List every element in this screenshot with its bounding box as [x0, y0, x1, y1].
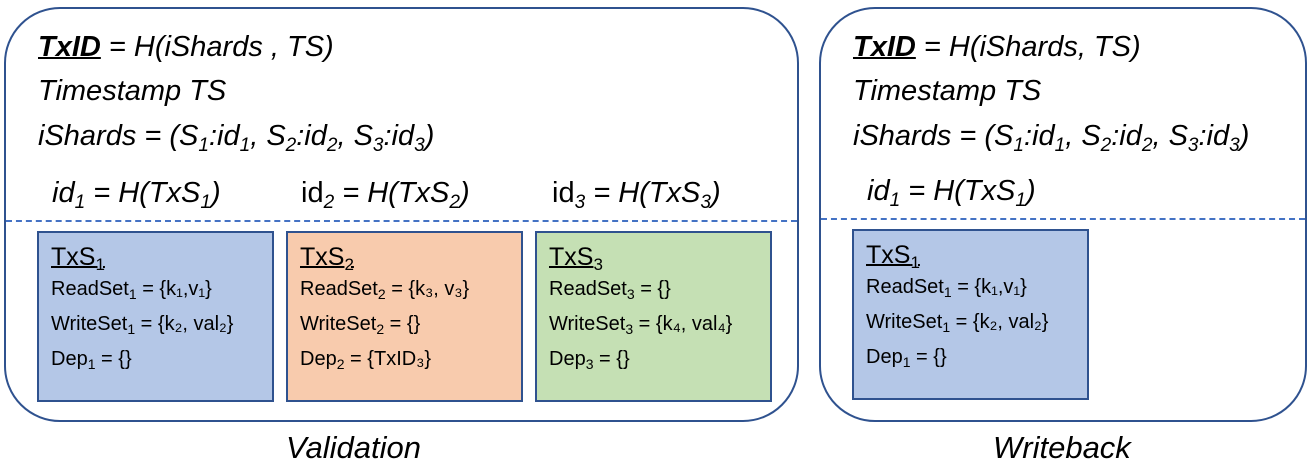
writeback-txid-line: TxID = H(iShards, TS) [853, 30, 1141, 64]
box-title: TxS2 [300, 243, 354, 274]
dep-line: Dep1 = {} [866, 346, 947, 370]
dep-line: Dep2 = {TxID₃} [300, 348, 432, 372]
writeback-caption: Writeback [993, 430, 1131, 465]
readset-line: ReadSet1 = {k₁,v₁} [866, 276, 1027, 300]
writeset-line: WriteSet1 = {k₂, val₂} [51, 313, 234, 337]
dep-line: Dep1 = {} [51, 348, 132, 372]
validation-txid-line: TxID = H(iShards , TS) [38, 30, 334, 64]
validation-txs3-box: TxS3 ReadSet3 = {} WriteSet3 = {k₄, val₄… [535, 231, 772, 402]
validation-txs2-box: TxS2 ReadSet2 = {k₃, v₃} WriteSet2 = {} … [286, 231, 523, 402]
writeback-txid-label: TxID [853, 31, 916, 63]
readset-line: ReadSet2 = {k₃, v₃} [300, 278, 470, 302]
validation-id3-formula: id3 = H(TxS3) [552, 177, 721, 213]
validation-txs1-box: TxS1 ReadSet1 = {k₁,v₁} WriteSet1 = {k₂,… [37, 231, 274, 402]
readset-line: ReadSet1 = {k₁,v₁} [51, 278, 212, 302]
writeback-ishards-line: iShards = (S1:id1, S2:id2, S3:id3) [853, 120, 1250, 156]
readset-line: ReadSet3 = {} [549, 278, 671, 302]
box-title: TxS1 [51, 243, 105, 274]
writeback-timestamp-line: Timestamp TS [853, 75, 1042, 107]
validation-txid-formula: = H(iShards , TS) [100, 31, 334, 63]
writeback-txs1-box: TxS1 ReadSet1 = {k₁,v₁} WriteSet1 = {k₂,… [852, 229, 1089, 400]
writeset-line: WriteSet1 = {k₂, val₂} [866, 311, 1049, 335]
validation-caption: Validation [286, 430, 422, 465]
writeset-line: WriteSet2 = {} [300, 313, 421, 337]
writeback-id1-formula: id1 = H(TxS1) [867, 175, 1036, 211]
box-title: TxS1 [866, 241, 920, 272]
box-title: TxS3 [549, 243, 603, 274]
dep-line: Dep3 = {} [549, 348, 630, 372]
validation-id1-formula: id1 = H(TxS1) [52, 177, 221, 213]
validation-timestamp-line: Timestamp TS [38, 75, 227, 107]
validation-ishards-line: iShards = (S1:id1, S2:id2, S3:id3) [38, 120, 435, 156]
writeback-txid-formula: = H(iShards, TS) [915, 31, 1141, 63]
writeset-line: WriteSet3 = {k₄, val₄} [549, 313, 733, 337]
validation-id2-formula: id2 = H(TxS2) [301, 177, 470, 213]
validation-divider [6, 220, 797, 222]
validation-txid-label: TxID [38, 31, 101, 63]
writeback-divider [821, 218, 1305, 220]
